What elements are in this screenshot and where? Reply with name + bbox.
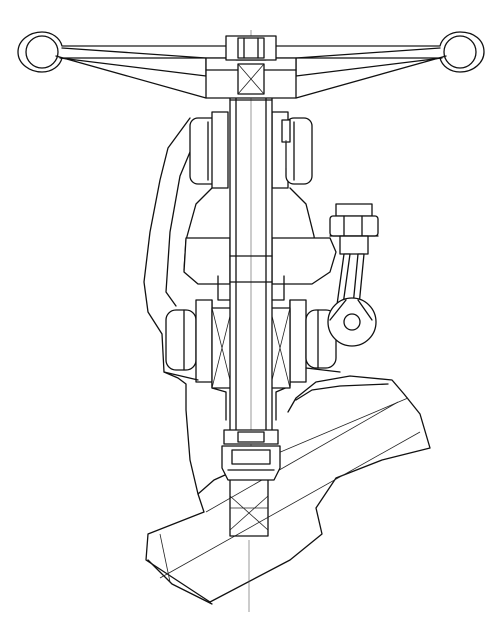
eyebolt-icon bbox=[327, 203, 379, 347]
gland-icon bbox=[223, 429, 279, 445]
stem-nut-icon bbox=[225, 35, 277, 101]
disc-icon bbox=[221, 445, 281, 481]
bonnet-icon bbox=[163, 299, 341, 421]
valve-body-icon bbox=[143, 117, 431, 612]
yoke-icon bbox=[183, 111, 337, 301]
stem-icon bbox=[229, 30, 273, 470]
